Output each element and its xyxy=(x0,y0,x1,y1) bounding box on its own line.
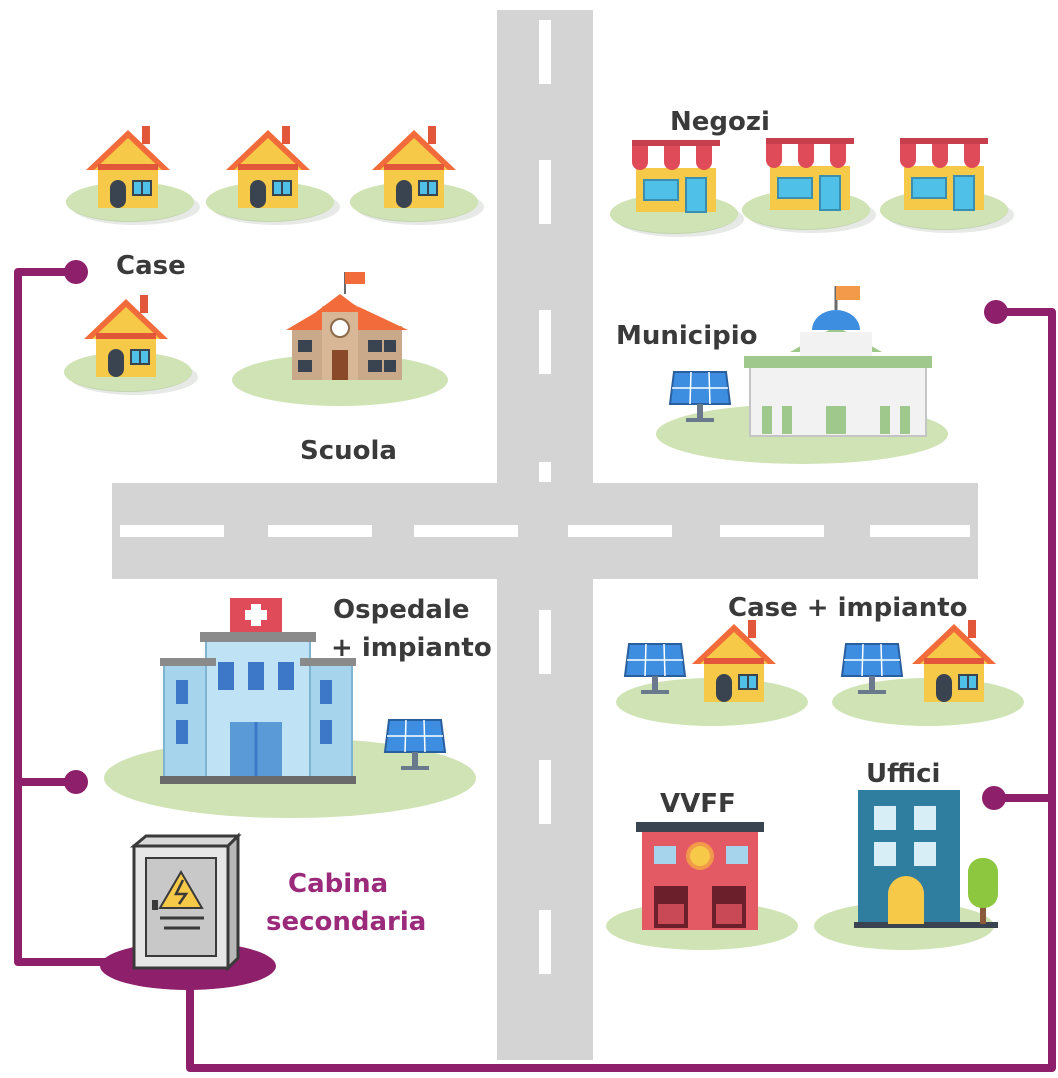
fire-station-icon xyxy=(606,822,798,950)
label-cabina-line2: secondaria xyxy=(266,907,426,937)
shop-icon xyxy=(765,137,855,211)
tree-icon xyxy=(968,858,998,924)
town-hall-icon xyxy=(656,286,948,464)
road-network xyxy=(112,10,978,1060)
label-cabina-line1: Cabina xyxy=(288,869,388,899)
shop-icon xyxy=(899,137,989,211)
house-icon xyxy=(84,295,168,377)
house-icon xyxy=(912,620,996,702)
label-case: Case xyxy=(116,251,186,281)
hospital-icon xyxy=(104,598,476,818)
electrical-cabinet-icon xyxy=(100,832,276,990)
house-icon xyxy=(86,126,170,208)
label-ospedale-line2: + impianto xyxy=(331,633,492,663)
grid-connection-points xyxy=(64,260,1008,810)
school-icon xyxy=(232,272,448,406)
shop-icon xyxy=(631,139,721,213)
label-ospedale-line1: Ospedale xyxy=(333,595,470,625)
house-icon xyxy=(226,126,310,208)
houses-with-solar xyxy=(616,620,1024,726)
label-uffici: Uffici xyxy=(866,759,940,789)
office-building-icon xyxy=(814,790,998,950)
house-icon xyxy=(372,126,456,208)
label-negozi: Negozi xyxy=(670,107,770,137)
label-vvff: VVFF xyxy=(660,789,736,819)
house-icon xyxy=(692,620,776,702)
label-scuola: Scuola xyxy=(300,436,397,466)
label-case-impianto: Case + impianto xyxy=(728,593,968,623)
label-municipio: Municipio xyxy=(616,321,758,351)
shops xyxy=(610,137,1014,237)
